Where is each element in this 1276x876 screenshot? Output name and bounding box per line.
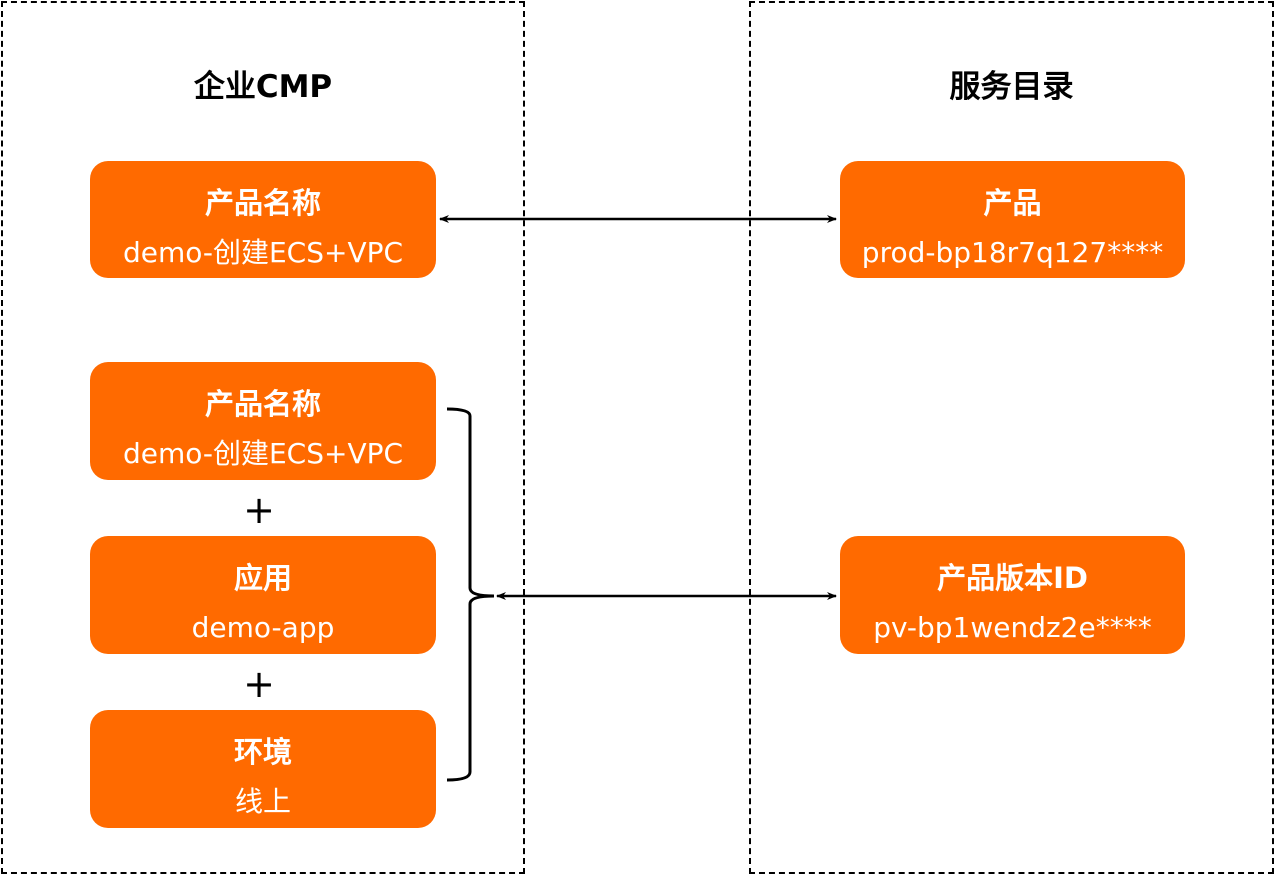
- box-value: demo-创建ECS+VPC: [122, 236, 404, 269]
- plus-sign: +: [243, 488, 275, 532]
- enterprise-cmp-title: 企业CMP: [193, 69, 333, 105]
- box-value: pv-bp1wendz2e****: [873, 611, 1152, 644]
- product-version-box: 产品版本ID pv-bp1wendz2e****: [840, 536, 1185, 654]
- box-title: 产品版本ID: [937, 561, 1088, 595]
- box-value: prod-bp18r7q127****: [861, 236, 1164, 269]
- box-value: demo-app: [191, 611, 335, 644]
- box-title: 产品: [983, 186, 1042, 220]
- product-box: 产品 prod-bp18r7q127****: [840, 161, 1185, 278]
- plus-sign: +: [243, 662, 275, 706]
- box-value: 线上: [234, 785, 291, 818]
- application-box: 应用 demo-app: [90, 536, 436, 654]
- box-value: demo-创建ECS+VPC: [122, 437, 404, 470]
- box-title: 产品名称: [204, 387, 321, 421]
- box-title: 环境: [233, 735, 292, 769]
- product-name-box: 产品名称 demo-创建ECS+VPC: [90, 161, 436, 278]
- environment-box: 环境 线上: [90, 710, 436, 828]
- enterprise-cmp-panel: 企业CMP: [1, 1, 525, 874]
- box-title: 应用: [233, 561, 292, 595]
- curly-brace: [446, 407, 495, 782]
- product-name-box-2: 产品名称 demo-创建ECS+VPC: [90, 362, 436, 480]
- box-title: 产品名称: [204, 186, 321, 220]
- service-catalog-title: 服务目录: [949, 69, 1074, 105]
- service-catalog-panel: 服务目录: [749, 1, 1274, 874]
